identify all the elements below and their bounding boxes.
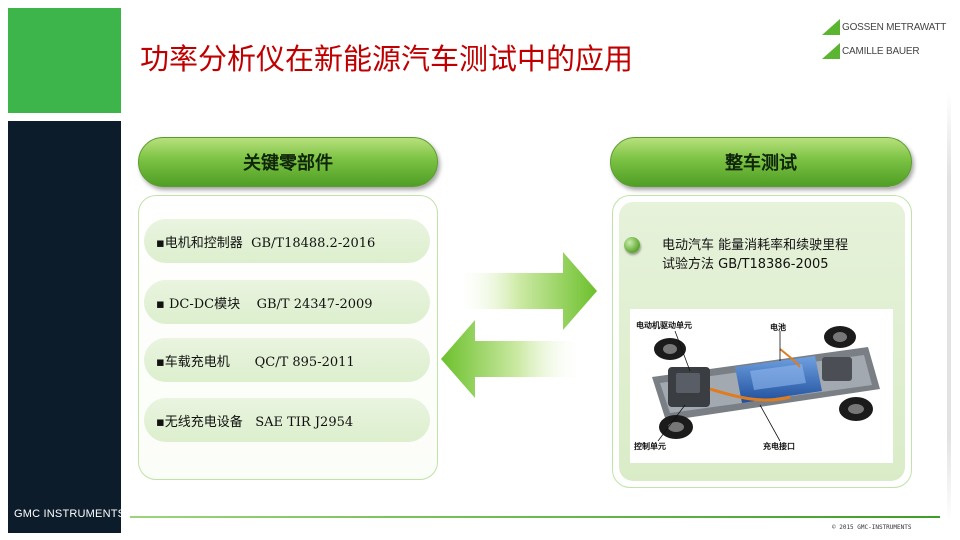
- description-line-2: 试验方法 GB/T18386-2005: [662, 257, 829, 272]
- sidebar-brand-text: GMC INSTRUMENTS: [14, 508, 126, 520]
- logo-line-2: CAMILLE BAUER: [842, 45, 920, 57]
- sidebar-navy-bar: [8, 121, 121, 533]
- right-divider: [947, 92, 951, 522]
- component-item: ▪无线充电设备 SAE TIR J2954: [144, 398, 430, 442]
- footer-rule: [130, 516, 940, 518]
- component-item-label: ▪ DC-DC模块 GB/T 24347-2009: [156, 296, 373, 312]
- vehicle-test-header: 整车测试: [610, 137, 912, 187]
- page-title: 功率分析仪在新能源汽车测试中的应用: [140, 42, 634, 76]
- ev-chassis-diagram: 电动机驱动单元 电池 控制单元 充电接口: [630, 309, 893, 463]
- bullet-dot-icon: [624, 237, 640, 253]
- component-item: ▪ DC-DC模块 GB/T 24347-2009: [144, 280, 430, 324]
- logo-triangle-icon: [822, 43, 840, 59]
- key-components-header: 关键零部件: [138, 137, 438, 187]
- component-item: ▪车载充电机 QC/T 895-2011: [144, 338, 430, 382]
- component-item-label: ▪电机和控制器 GB/T18488.2-2016: [156, 235, 376, 251]
- label-charging-port: 充电接口: [763, 442, 795, 451]
- ev-chassis-illustration: [652, 326, 880, 442]
- logo-triangle-icon: [822, 19, 840, 35]
- arrow-right-icon: [455, 252, 597, 330]
- component-item-label: ▪车载充电机 QC/T 895-2011: [156, 354, 355, 370]
- label-motor-drive-unit: 电动机驱动单元: [636, 321, 692, 330]
- copyright-text: © 2015 GMC-INSTRUMENTS: [832, 524, 912, 531]
- brand-green-block: [8, 8, 121, 113]
- label-control-unit: 控制单元: [634, 442, 666, 451]
- arrow-left-icon: [441, 320, 583, 398]
- component-item-label: ▪无线充电设备 SAE TIR J2954: [156, 414, 354, 430]
- component-item: ▪电机和控制器 GB/T18488.2-2016: [144, 219, 430, 263]
- logo-line-1: GOSSEN METRAWATT: [842, 21, 947, 33]
- label-battery: 电池: [770, 323, 786, 332]
- company-logo: GOSSEN METRAWATT CAMILLE BAUER: [822, 16, 946, 62]
- description-line-1: 电动汽车 能量消耗率和续驶里程: [662, 238, 849, 253]
- vehicle-test-description: 电动汽车 能量消耗率和续驶里程 试验方法 GB/T18386-2005: [662, 236, 892, 274]
